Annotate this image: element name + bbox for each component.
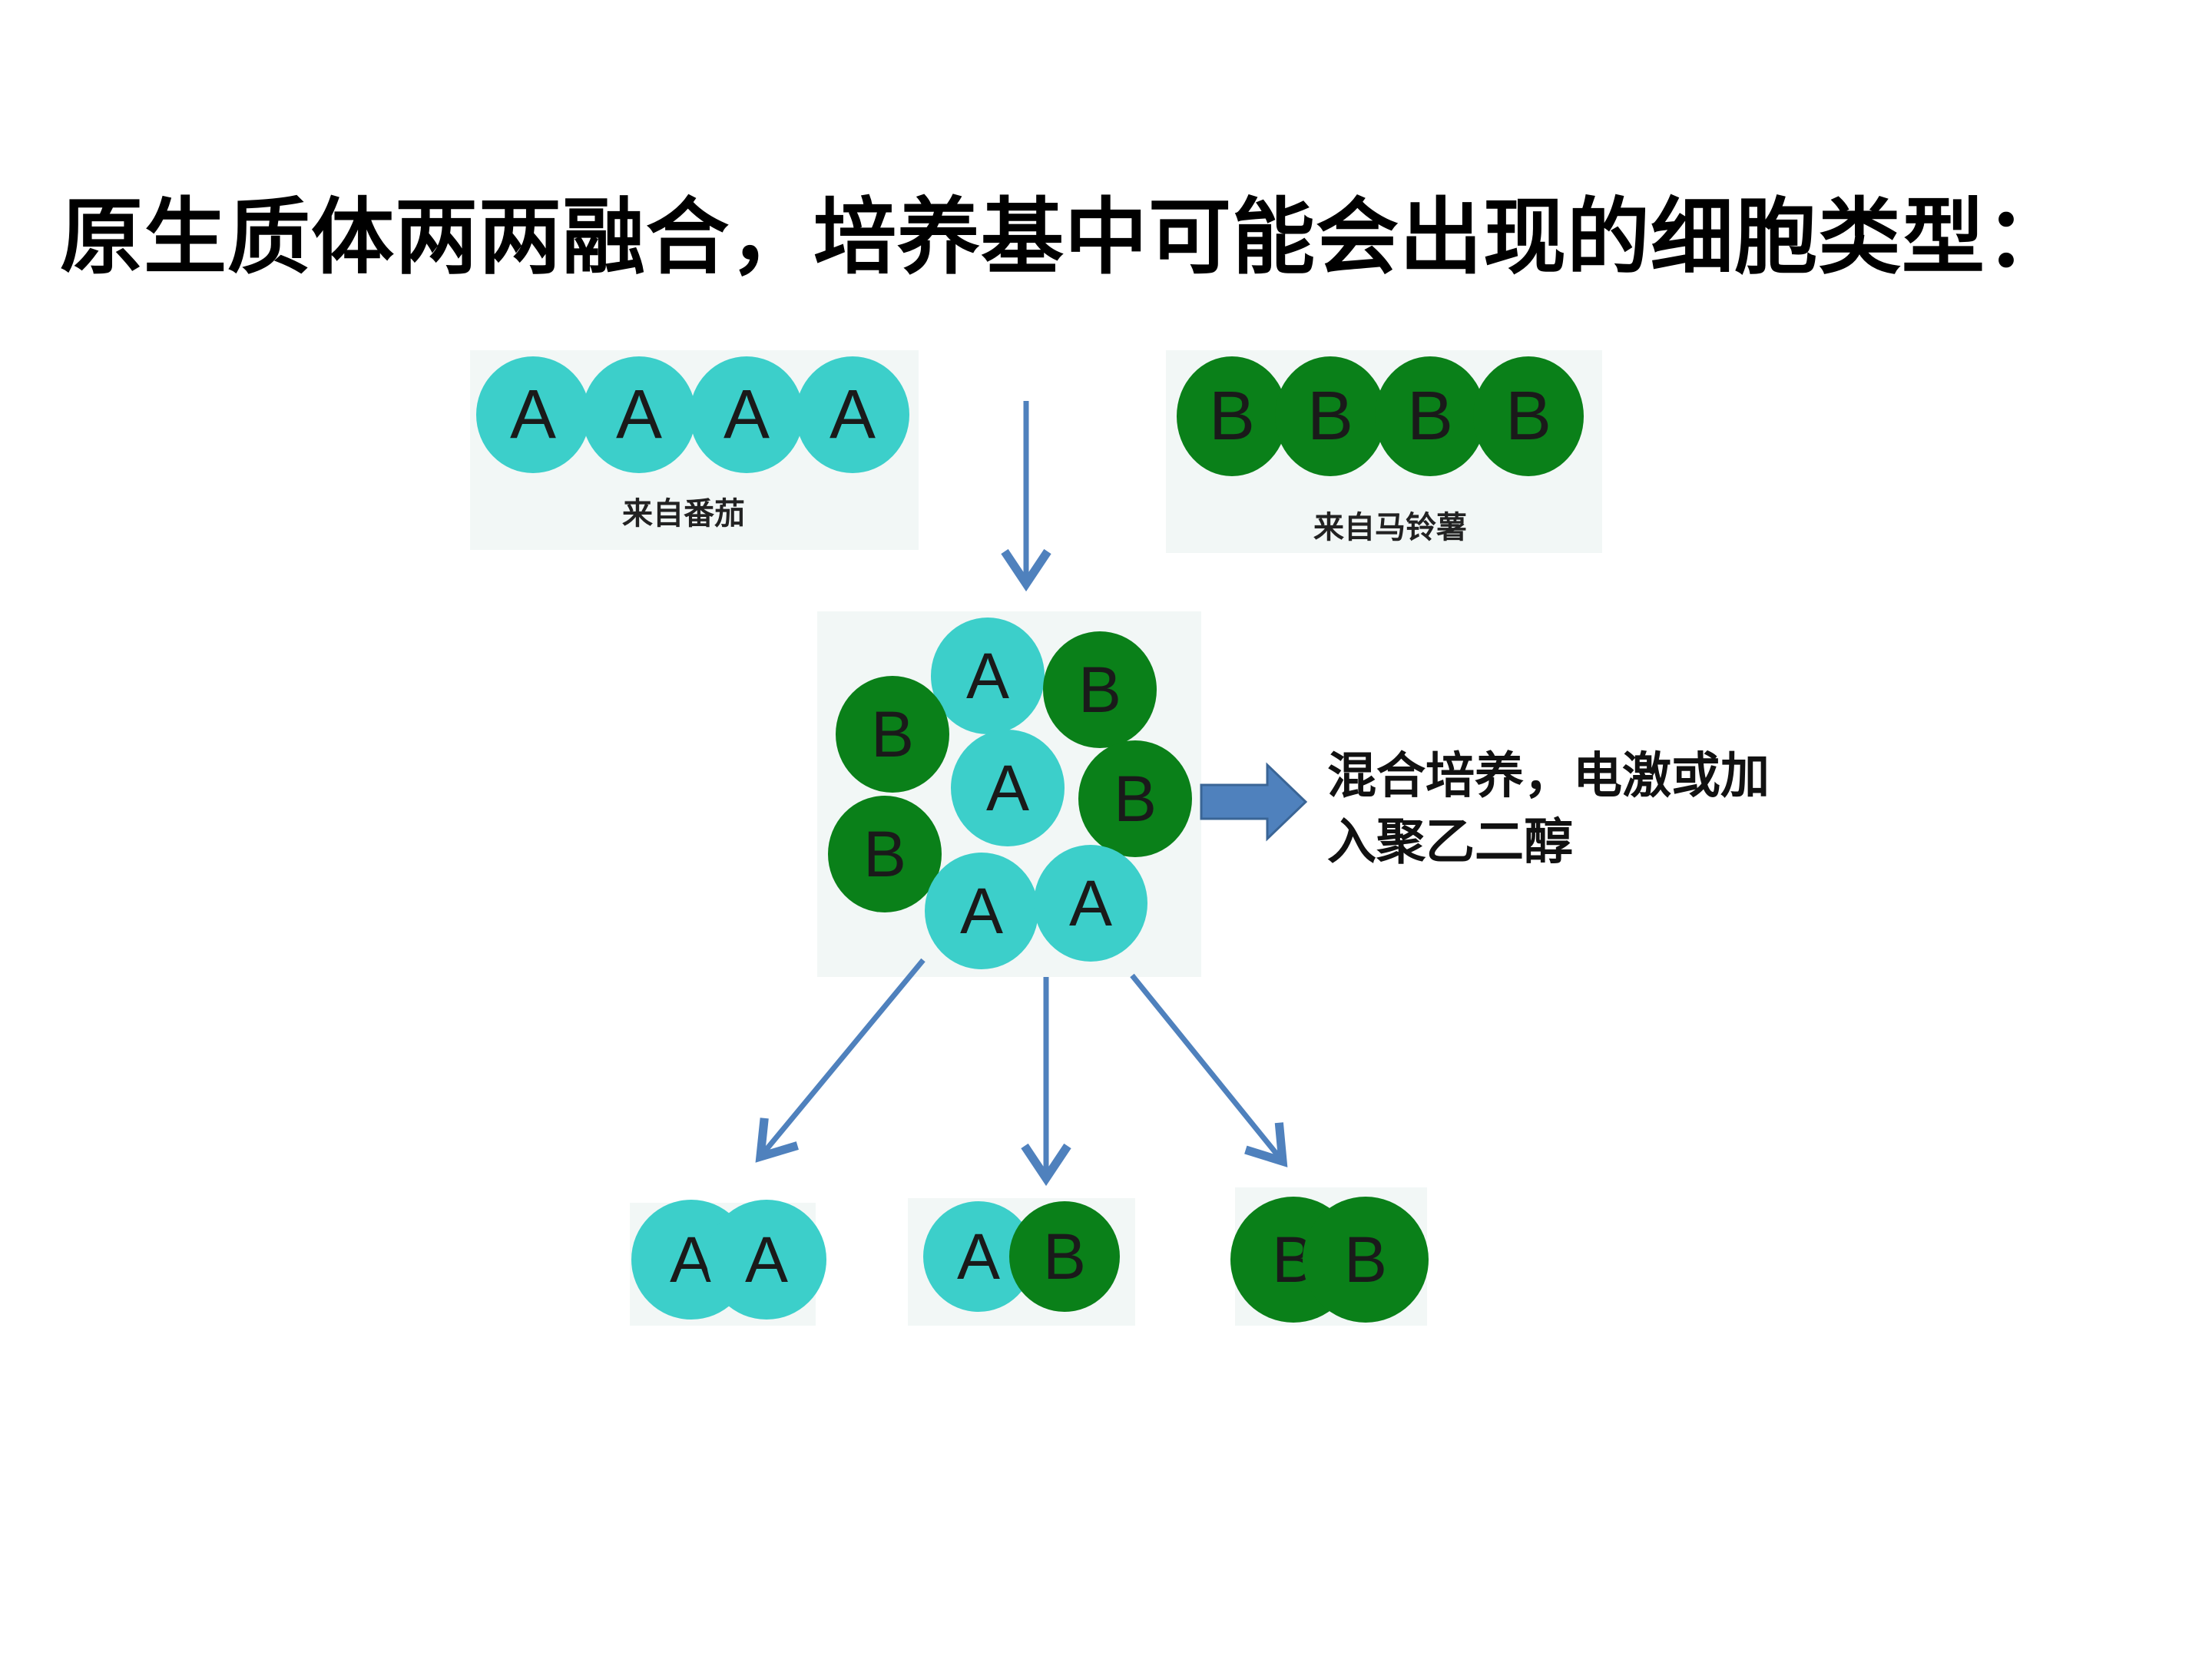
cell-body	[707, 1200, 826, 1320]
potato-label: 来自马铃薯	[1313, 510, 1467, 545]
cell-body	[796, 356, 909, 473]
cell-letter: B	[1307, 378, 1353, 455]
cell-body	[925, 853, 1038, 969]
cell-body	[476, 356, 590, 473]
result-AA-right-cell: A	[707, 1200, 826, 1320]
cell-letter: A	[957, 1220, 1000, 1293]
cell-letter: B	[863, 818, 906, 890]
cell-body	[1473, 356, 1584, 476]
cell-body	[836, 676, 949, 793]
cell-letter: A	[986, 752, 1029, 824]
cell-body	[828, 796, 942, 912]
cell-body	[923, 1201, 1034, 1312]
cell-letter: A	[724, 376, 770, 453]
potato-cell-1: B	[1177, 356, 1287, 476]
cell-letter: B	[1078, 654, 1121, 726]
mixture-cell-7: A	[925, 853, 1038, 969]
block-arrow	[1200, 762, 1308, 842]
result-BB-right-cell: B	[1303, 1197, 1429, 1323]
result-AB-left-cell: A	[923, 1201, 1034, 1312]
mixture-cell-5: B	[1078, 740, 1192, 857]
cell-letter: A	[745, 1224, 788, 1296]
cell-letter: B	[1043, 1220, 1086, 1293]
tomato-cell-2: A	[582, 356, 696, 473]
result-arrow-right	[1130, 973, 1288, 1167]
cell-body	[1177, 356, 1287, 476]
cell-letter: B	[1505, 378, 1551, 455]
mixture-cell-6: B	[828, 796, 942, 912]
potato-cell-2: B	[1275, 356, 1386, 476]
mixture-cell-1: A	[931, 618, 1045, 734]
tomato-label: 来自番茄	[622, 496, 745, 531]
cell-letter: B	[871, 698, 914, 770]
cell-body	[582, 356, 696, 473]
cell-letter: B	[1407, 378, 1453, 455]
cell-letter: B	[1209, 378, 1255, 455]
tomato-cell-1: A	[476, 356, 590, 473]
result-AB-right-cell: B	[1009, 1201, 1120, 1312]
cell-letter: A	[966, 640, 1009, 712]
cell-body	[1034, 845, 1147, 962]
cell-body	[1303, 1197, 1429, 1323]
mixture-cell-8: A	[1034, 845, 1147, 962]
cell-letter: A	[1069, 867, 1112, 939]
tomato-cell-3: A	[690, 356, 803, 473]
cell-body	[1078, 740, 1192, 857]
cell-body	[1043, 631, 1157, 748]
cell-body	[931, 618, 1045, 734]
result-arrow-left	[755, 958, 926, 1163]
process-note-line1: 混合培养，电激或加	[1327, 747, 1770, 805]
cell-letter: B	[1344, 1224, 1387, 1296]
potato-cell-3: B	[1375, 356, 1485, 476]
cell-body	[1275, 356, 1386, 476]
cell-body	[1375, 356, 1485, 476]
mixture-cell-2: B	[1043, 631, 1157, 748]
tomato-cell-4: A	[796, 356, 909, 473]
process-note: 混合培养，电激或加 入聚乙二醇	[1327, 743, 1865, 876]
potato-cell-4: B	[1473, 356, 1584, 476]
cell-body	[1009, 1201, 1120, 1312]
cell-body	[951, 730, 1065, 846]
cell-letter: A	[670, 1224, 713, 1296]
mixture-cell-3: B	[836, 676, 949, 793]
cell-letter: B	[1114, 763, 1157, 835]
cell-letter: A	[830, 376, 876, 453]
mixture-cell-4: A	[951, 730, 1065, 846]
cell-letter: A	[960, 875, 1003, 947]
process-note-line2: 入聚乙二醇	[1327, 813, 1573, 871]
cell-body	[690, 356, 803, 473]
slide-title: 原生质体两两融合，培养基中可能会出现的细胞类型：	[60, 189, 2070, 286]
cell-letter: A	[510, 376, 556, 453]
cell-letter: A	[616, 376, 662, 453]
